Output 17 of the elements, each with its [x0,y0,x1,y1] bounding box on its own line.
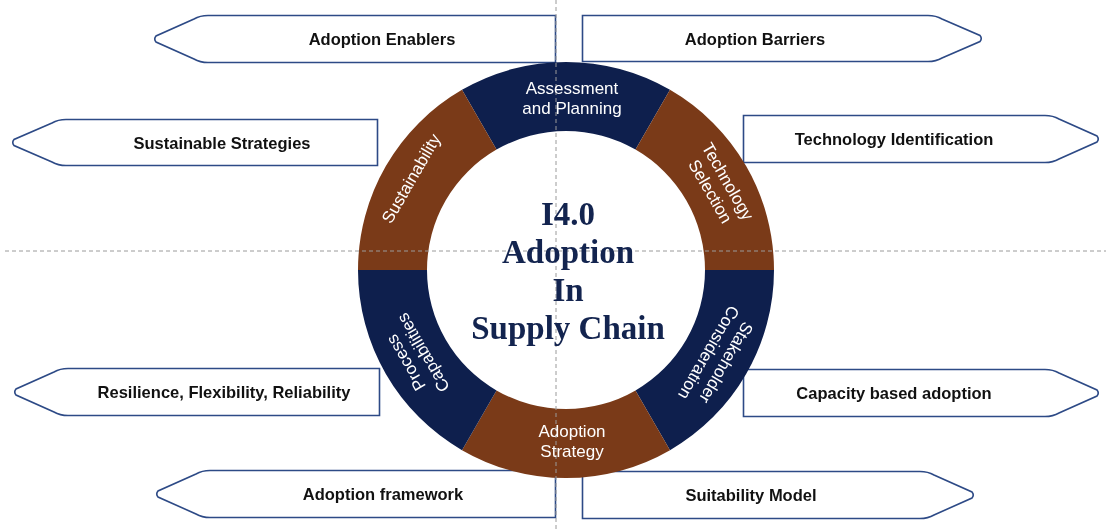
arrow-label-box [11,119,378,166]
box-label: Suitability Model [685,485,817,505]
box-label: Resilience, Flexibility, Reliability [97,382,351,402]
box-label: Technology Identification [794,129,994,149]
arrow-label-box [582,471,975,519]
arrow-label-box [153,15,556,63]
segment-label: Assessment and Planning [516,78,628,119]
box-label: Sustainable Strategies [133,133,311,152]
box-label: Capacity based adoption [796,383,992,403]
arrow-label-box [13,368,380,416]
arrow-label-box [582,15,983,62]
arrow-label-box [155,470,556,518]
box-label: Adoption Enablers [308,29,456,49]
center-title: I4.0 Adoption In Supply Chain [471,196,665,348]
box-label: Adoption Barriers [684,29,826,48]
segment-label: Adoption Strategy [527,421,617,462]
box-label: Adoption framework [302,484,464,504]
